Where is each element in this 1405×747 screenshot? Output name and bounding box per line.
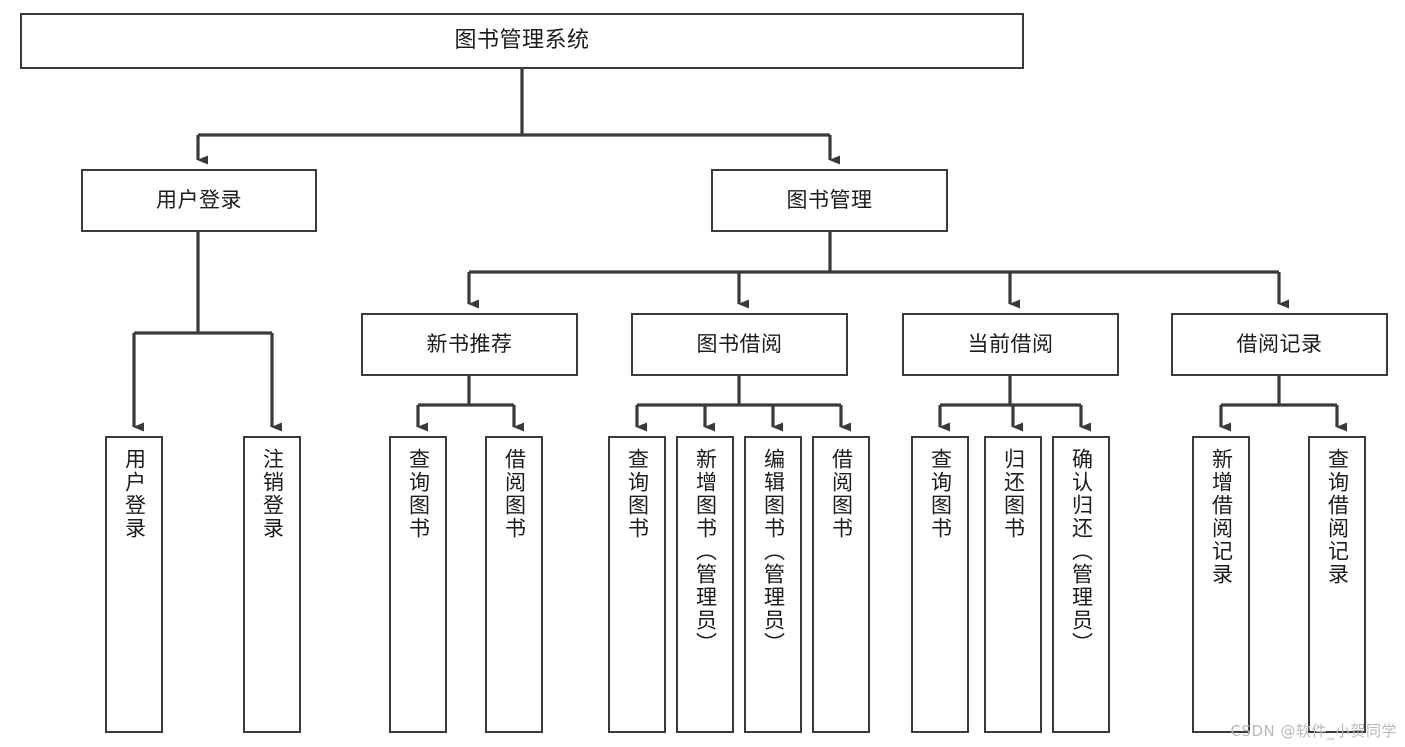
node-leaf-query-book-2[interactable]: 查询图书 [608, 436, 666, 733]
node-borrow-record[interactable]: 借阅记录 [1171, 313, 1388, 376]
node-leaf-borrow-book-2[interactable]: 借阅图书 [812, 436, 870, 733]
node-new-book-rec[interactable]: 新书推荐 [361, 313, 578, 376]
node-leaf-edit-book-label: 编辑图书（管理员） [761, 448, 786, 655]
node-leaf-query-book-3[interactable]: 查询图书 [911, 436, 969, 733]
node-leaf-return-book[interactable]: 归还图书 [984, 436, 1042, 733]
node-root[interactable]: 图书管理系统 [20, 13, 1024, 69]
node-leaf-user-logout-label: 注销登录 [260, 448, 285, 540]
watermark-text: CSDN @软件_小贺同学 [1230, 722, 1397, 740]
node-leaf-user-login-label: 用户登录 [122, 448, 147, 540]
node-leaf-query-book-3-label: 查询图书 [928, 448, 953, 540]
node-leaf-add-record[interactable]: 新增借阅记录 [1192, 436, 1250, 733]
node-book-borrow[interactable]: 图书借阅 [631, 313, 848, 376]
node-current-borrow-label: 当前借阅 [967, 332, 1054, 357]
node-leaf-return-book-label: 归还图书 [1001, 448, 1026, 540]
node-leaf-user-logout[interactable]: 注销登录 [243, 436, 301, 733]
node-leaf-edit-book[interactable]: 编辑图书（管理员） [744, 436, 802, 733]
node-root-label: 图书管理系统 [454, 28, 590, 54]
node-book-manage[interactable]: 图书管理 [711, 169, 948, 232]
node-leaf-query-book-1[interactable]: 查询图书 [389, 436, 447, 733]
node-leaf-query-record-label: 查询借阅记录 [1325, 448, 1350, 586]
node-book-manage-label: 图书管理 [786, 188, 873, 213]
node-new-book-rec-label: 新书推荐 [426, 332, 513, 357]
node-user-login-label: 用户登录 [156, 188, 242, 213]
node-leaf-query-record[interactable]: 查询借阅记录 [1308, 436, 1366, 733]
node-leaf-query-book-1-label: 查询图书 [406, 448, 431, 540]
node-leaf-add-record-label: 新增借阅记录 [1209, 448, 1234, 586]
node-leaf-borrow-book-1-label: 借阅图书 [502, 448, 527, 540]
node-leaf-query-book-2-label: 查询图书 [625, 448, 650, 540]
node-leaf-add-book[interactable]: 新增图书（管理员） [676, 436, 734, 733]
node-borrow-record-label: 借阅记录 [1236, 332, 1323, 357]
node-user-login[interactable]: 用户登录 [81, 169, 317, 232]
node-leaf-user-login[interactable]: 用户登录 [105, 436, 163, 733]
node-leaf-borrow-book-2-label: 借阅图书 [829, 448, 854, 540]
node-leaf-confirm-return-label: 确认归还（管理员） [1069, 448, 1094, 655]
node-leaf-borrow-book-1[interactable]: 借阅图书 [485, 436, 543, 733]
node-book-borrow-label: 图书借阅 [696, 332, 783, 357]
node-leaf-add-book-label: 新增图书（管理员） [693, 448, 718, 655]
node-current-borrow[interactable]: 当前借阅 [902, 313, 1119, 376]
node-leaf-confirm-return[interactable]: 确认归还（管理员） [1052, 436, 1110, 733]
